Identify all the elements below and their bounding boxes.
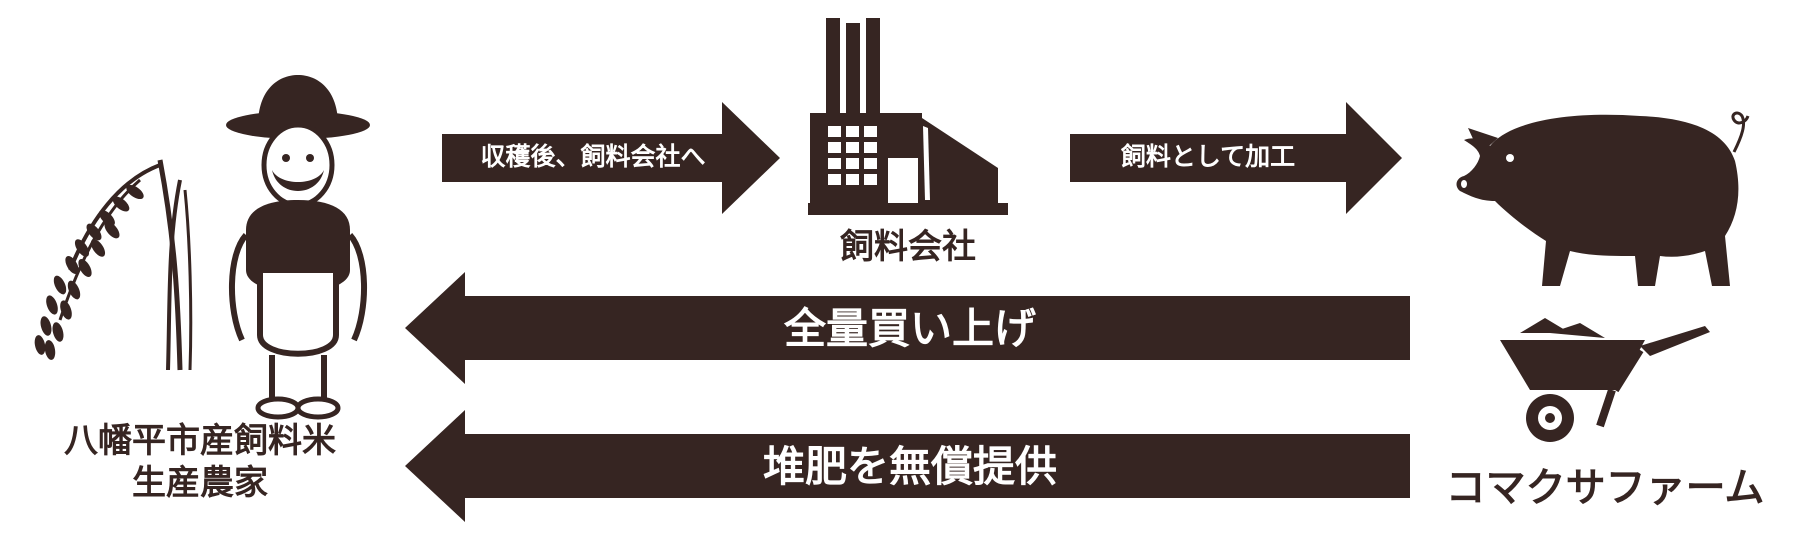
arrow-company-to-farm-label: 飼料として加工 — [1120, 142, 1296, 171]
farmer-label-line1: 八幡平市産飼料米 — [64, 421, 336, 461]
farmer-label: 八幡平市産飼料米 生産農家 — [20, 420, 380, 504]
pig-icon — [1456, 111, 1750, 286]
arrow-compost — [405, 410, 1410, 522]
arrow-compost-label: 堆肥を無償提供 — [762, 442, 1057, 491]
farm-label: コマクサファーム — [1445, 465, 1765, 511]
company-label: 飼料会社 — [840, 227, 976, 267]
farmer-label-line2: 生産農家 — [132, 463, 268, 503]
arrow-buyback-label: 全量買い上げ — [783, 304, 1036, 353]
wheelbarrow-icon — [1500, 318, 1710, 442]
factory-icon — [808, 18, 1008, 215]
arrow-buyback — [405, 272, 1410, 384]
arrow-farmer-to-company — [442, 102, 780, 214]
farmer-with-rice-icon — [34, 75, 370, 420]
arrow-company-to-farm — [1070, 102, 1402, 214]
arrow-farmer-to-company-label: 収穫後、飼料会社へ — [480, 142, 706, 171]
